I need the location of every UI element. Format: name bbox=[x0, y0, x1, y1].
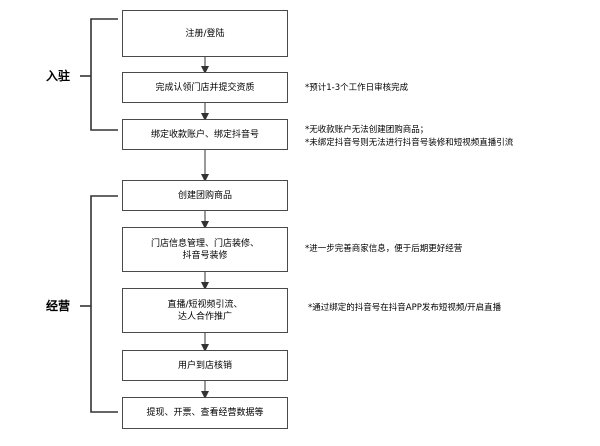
step-redeem: 用户到店核销 bbox=[122, 350, 288, 381]
step-create-deal-text: 创建团购商品 bbox=[177, 190, 232, 201]
note-improve-info: *进一步完善商家信息，便于后期更好经营 bbox=[305, 244, 463, 254]
step-claim-store-text: 完成认领门店并提交资质 bbox=[155, 82, 255, 93]
step-promotion: 直播/短视频引流、 达人合作推广 bbox=[122, 288, 288, 333]
step-claim-store: 完成认领门店并提交资质 bbox=[122, 72, 288, 103]
note-no-douyin-account: *未绑定抖音号则无法进行抖音号装修和短视频直播引流 bbox=[305, 138, 514, 148]
entry-bracket bbox=[90, 18, 118, 131]
note-review-time: *预计1-3个工作日审核完成 bbox=[305, 83, 409, 93]
operate-bracket bbox=[90, 195, 118, 413]
phase-entry-label: 入驻 bbox=[46, 69, 71, 83]
step-store-management-line1: 门店信息管理、门店装修、 bbox=[150, 238, 259, 249]
step-register-text: 注册/登陆 bbox=[185, 28, 225, 39]
step-bind-accounts-text: 绑定收款账户、绑定抖音号 bbox=[150, 129, 259, 140]
step-withdraw: 提现、开票、查看经营数据等 bbox=[122, 397, 288, 429]
step-redeem-text: 用户到店核销 bbox=[177, 360, 232, 371]
step-register: 注册/登陆 bbox=[122, 10, 288, 57]
step-withdraw-text: 提现、开票、查看经营数据等 bbox=[146, 408, 264, 418]
phase-operate-label: 经营 bbox=[46, 299, 71, 313]
step-promotion-line2: 达人合作推广 bbox=[177, 311, 232, 322]
step-bind-accounts: 绑定收款账户、绑定抖音号 bbox=[122, 119, 288, 150]
step-promotion-line1: 直播/短视频引流、 bbox=[167, 299, 243, 310]
note-publish-video: *通过绑定的抖音号在抖音APP发布短视频/开启直播 bbox=[308, 303, 502, 313]
note-no-payment-account: *无收款账户无法创建团购商品； bbox=[305, 125, 429, 135]
step-store-management-line2: 抖音号装修 bbox=[182, 250, 228, 261]
step-store-management: 门店信息管理、门店装修、 抖音号装修 bbox=[122, 227, 288, 272]
step-create-deal: 创建团购商品 bbox=[122, 180, 288, 211]
